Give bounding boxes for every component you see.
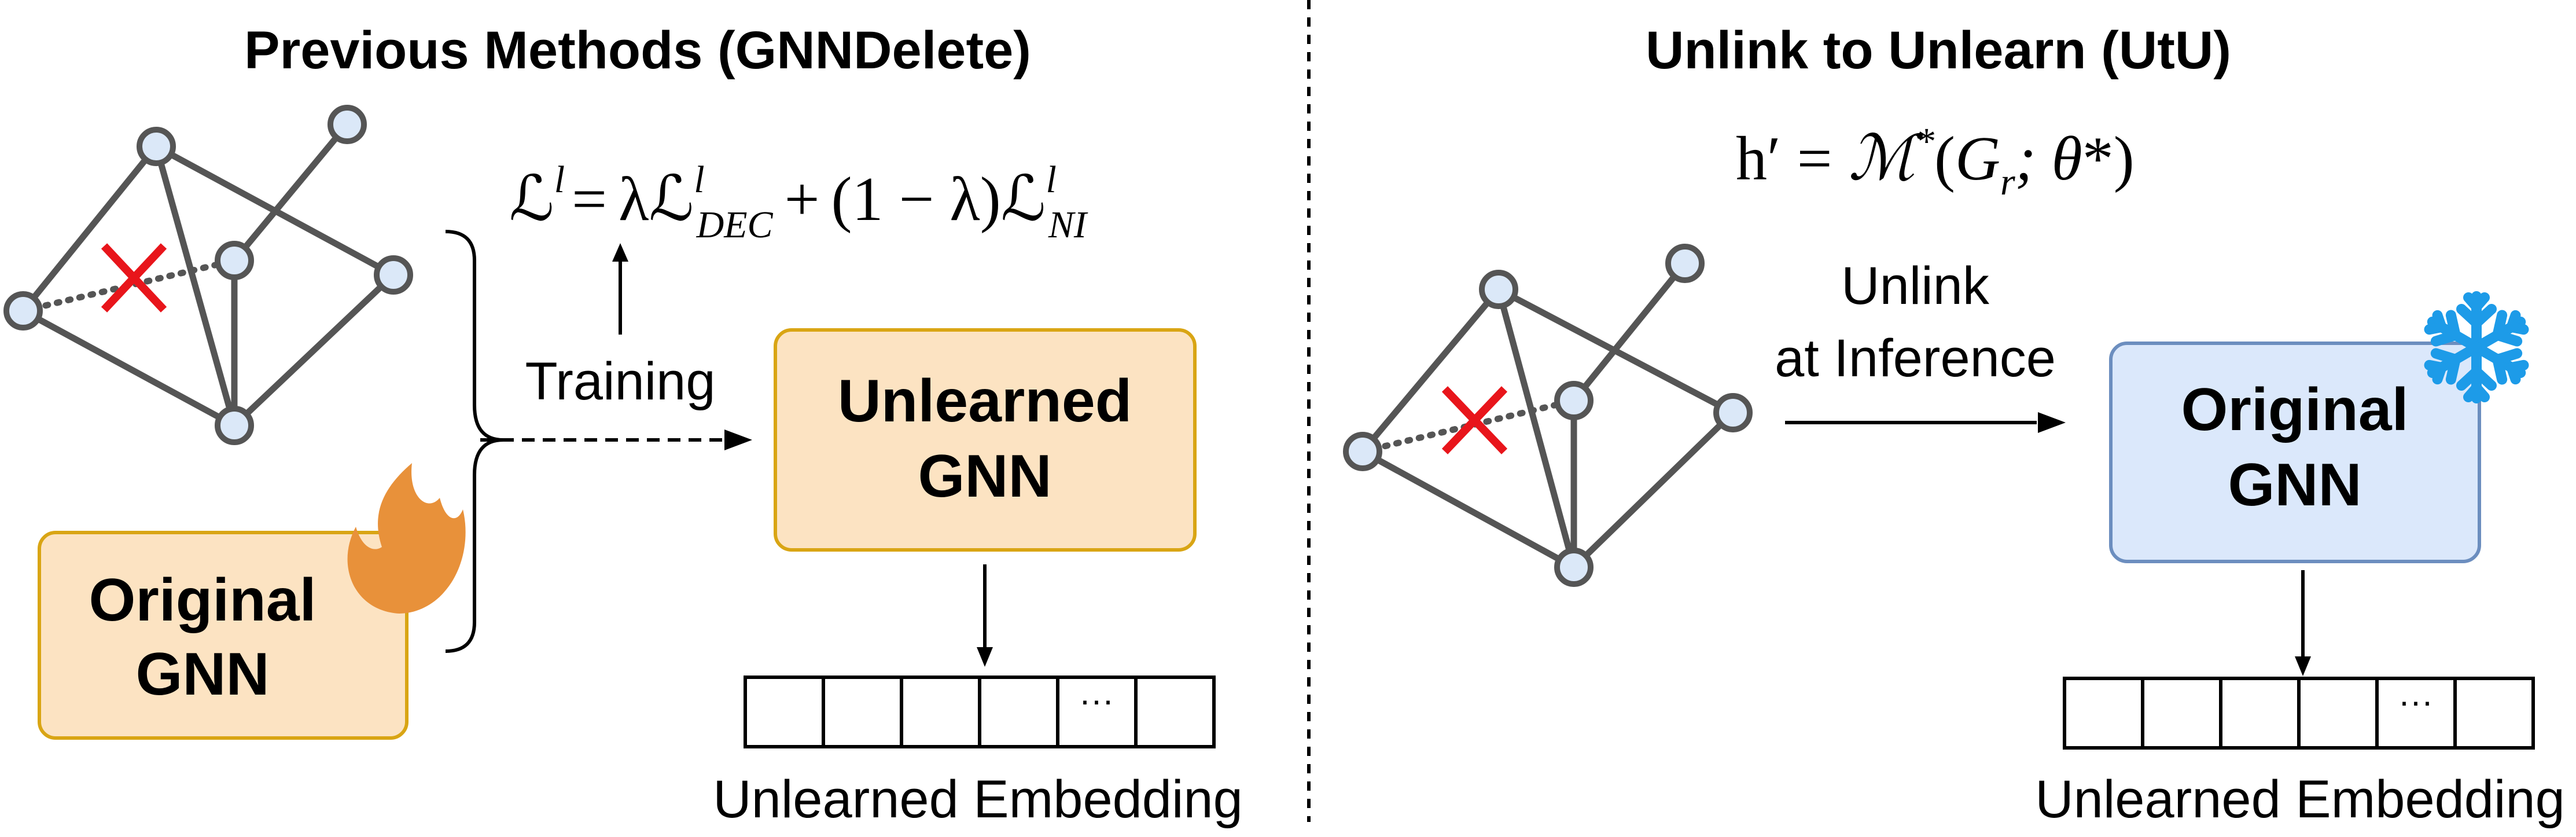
- graph-node: [1554, 548, 1594, 587]
- graph-node: [215, 406, 254, 445]
- graph-node: [374, 255, 413, 295]
- embedding-label: Unlearned Embedding: [2035, 770, 2565, 829]
- embedding-ellipsis: ···: [2398, 682, 2433, 721]
- graph-node: [137, 127, 176, 166]
- frozen-gnn-label-line2: GNN: [2228, 451, 2361, 519]
- snowflake-icon: [2424, 291, 2529, 403]
- graph-node: [1343, 432, 1382, 471]
- graph-node: [1713, 393, 1753, 432]
- training-label: Training: [525, 352, 716, 411]
- right-panel-title: Unlink to Unlearn (UtU): [1646, 21, 2231, 80]
- unlink-label-line2: at Inference: [1775, 329, 2056, 388]
- right-graph: [1343, 244, 1753, 587]
- arrow-head: [2295, 656, 2311, 676]
- graph-node: [327, 105, 367, 144]
- arrow-head: [2038, 412, 2066, 433]
- graph-node: [1479, 270, 1518, 309]
- embedding-vector: ···: [744, 676, 1216, 748]
- delete-cross-icon: [1441, 386, 1508, 454]
- unlearned-gnn-box: [774, 328, 1197, 552]
- flame-icon: [347, 463, 466, 614]
- original-gnn-label-line2: GNN: [135, 641, 269, 708]
- embedding-vector: ···: [2063, 677, 2535, 750]
- arrow-head: [724, 429, 752, 450]
- frozen-gnn-box: [2109, 342, 2481, 563]
- arrow-head: [977, 647, 993, 667]
- original-gnn-box: [38, 531, 409, 740]
- embedding-label: Unlearned Embedding: [713, 770, 1243, 829]
- left-panel-title: Previous Methods (GNNDelete): [244, 21, 1031, 80]
- svg-text:h′=ℳ*(Gr; θ*): h′=ℳ*(Gr; θ*): [1736, 120, 2135, 203]
- frozen-gnn-label-line1: Original: [2181, 376, 2409, 443]
- delete-cross-icon: [101, 243, 167, 313]
- arrow-head: [612, 243, 628, 262]
- graph-node: [1554, 381, 1594, 420]
- utu-formula: h′=ℳ*(Gr; θ*): [1736, 120, 2135, 203]
- graph-node: [215, 241, 254, 280]
- curly-brace: [445, 230, 504, 653]
- unlearned-gnn-label-line2: GNN: [918, 443, 1051, 510]
- unlearned-gnn-label-line1: Unlearned: [838, 368, 1132, 435]
- left-graph: [3, 105, 413, 445]
- embedding-ellipsis: ···: [1079, 681, 1114, 719]
- original-gnn-label-line1: Original: [89, 567, 317, 634]
- graph-node: [3, 291, 43, 331]
- graph-node: [1665, 244, 1705, 283]
- unlink-label-line1: Unlink: [1841, 256, 1990, 315]
